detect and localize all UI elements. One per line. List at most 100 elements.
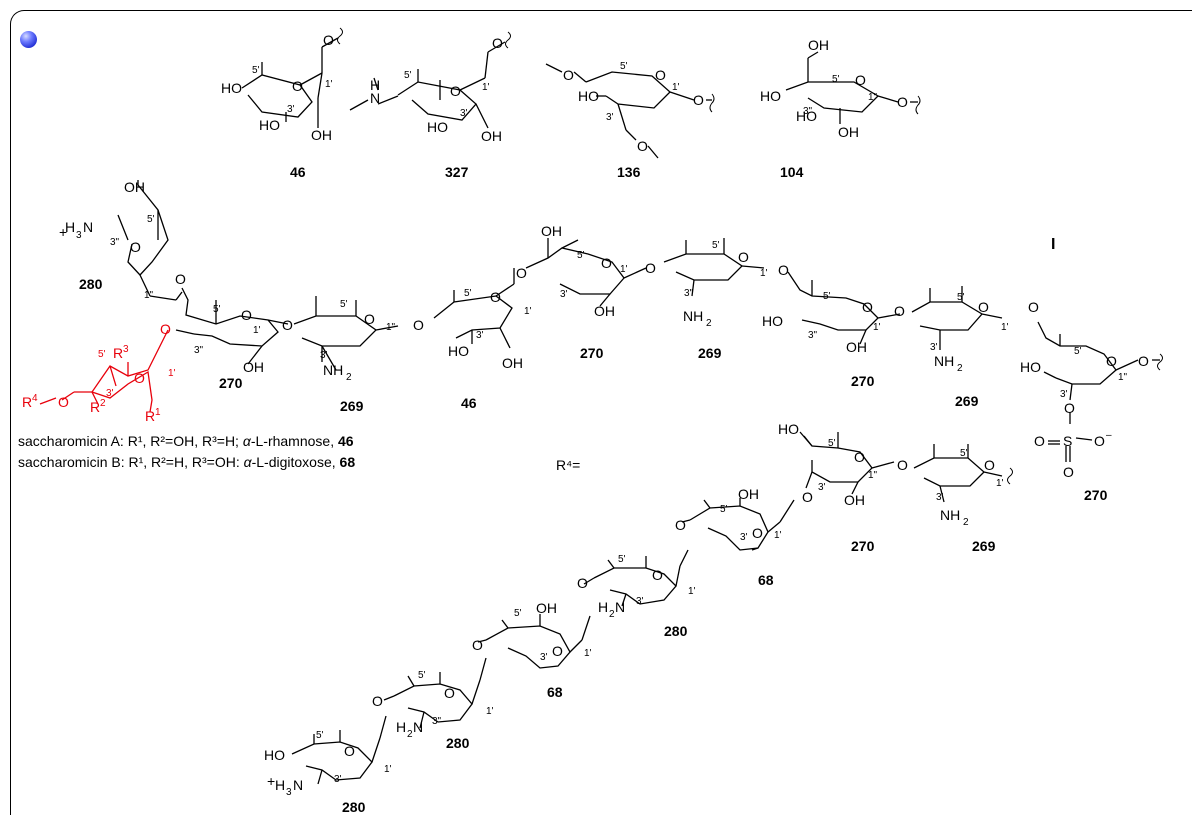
svg-text:5': 5' bbox=[418, 670, 426, 681]
caption-a-prefix: saccharomicin A: R bbox=[18, 433, 138, 449]
svg-text:O: O bbox=[323, 32, 334, 48]
svg-text:3': 3' bbox=[540, 652, 548, 663]
svg-text:1": 1" bbox=[868, 92, 878, 103]
r4-label-270: 270 bbox=[851, 538, 875, 554]
red-variable-sugar: O 5' R 3 O 1' R 4 O R 2 3' R 1 bbox=[22, 321, 176, 424]
svg-text:2: 2 bbox=[706, 318, 712, 329]
svg-text:1': 1' bbox=[384, 764, 392, 775]
svg-text:O: O bbox=[802, 489, 813, 505]
svg-text:+: + bbox=[59, 224, 67, 240]
svg-text:O: O bbox=[1034, 433, 1045, 449]
svg-text:O: O bbox=[854, 449, 865, 465]
svg-text:5': 5' bbox=[823, 291, 831, 302]
svg-text:O: O bbox=[58, 394, 69, 410]
svg-text:O: O bbox=[413, 317, 424, 333]
svg-text:1': 1' bbox=[524, 306, 532, 317]
svg-text:NH: NH bbox=[323, 362, 343, 378]
svg-text:HO: HO bbox=[221, 80, 242, 96]
svg-text:O: O bbox=[894, 303, 905, 319]
main-label-270-c: 270 bbox=[851, 373, 875, 389]
svg-text:O: O bbox=[652, 567, 663, 583]
svg-text:3': 3' bbox=[1060, 389, 1068, 400]
r4-equals-label: R⁴= bbox=[556, 457, 580, 473]
sugar-104-structure: OH HO HO O O OH 5' 1" 3" bbox=[760, 37, 921, 140]
r4-label-280-c: 280 bbox=[342, 799, 366, 815]
label-46: 46 bbox=[290, 164, 306, 180]
main-sugar-270-b: OH O O O OH 5' 1' 3' bbox=[516, 223, 656, 319]
svg-text:O: O bbox=[738, 249, 749, 265]
svg-text:R: R bbox=[90, 399, 100, 415]
svg-text:R: R bbox=[113, 345, 123, 361]
svg-text:O: O bbox=[637, 138, 648, 154]
svg-text:2: 2 bbox=[963, 517, 969, 528]
svg-text:O: O bbox=[655, 67, 666, 83]
svg-text:5': 5' bbox=[340, 299, 348, 310]
svg-text:3': 3' bbox=[106, 388, 114, 399]
svg-text:O: O bbox=[516, 265, 527, 281]
main-label-269-a: 269 bbox=[340, 398, 364, 414]
svg-text:N: N bbox=[370, 90, 380, 106]
svg-text:1': 1' bbox=[325, 79, 333, 90]
svg-text:OH: OH bbox=[502, 355, 523, 371]
svg-text:O: O bbox=[563, 67, 574, 83]
svg-text:O: O bbox=[978, 299, 989, 315]
svg-text:2: 2 bbox=[609, 609, 615, 620]
svg-text:O: O bbox=[1064, 400, 1075, 416]
main-sugar-270-c: O O HO OH 5' 1' 3" bbox=[762, 271, 905, 355]
svg-text:1": 1" bbox=[1118, 372, 1128, 383]
svg-text:O: O bbox=[862, 299, 873, 315]
svg-text:O: O bbox=[372, 693, 383, 709]
svg-text:HO: HO bbox=[1020, 359, 1041, 375]
svg-text:O: O bbox=[175, 271, 186, 287]
svg-text:O: O bbox=[645, 260, 656, 276]
svg-text:5': 5' bbox=[213, 304, 221, 315]
svg-text:3': 3' bbox=[740, 532, 748, 543]
main-sugar-280: OH + H 3 N 5' 3" O 1" O bbox=[59, 179, 186, 301]
svg-text:HO: HO bbox=[264, 747, 285, 763]
svg-text:3': 3' bbox=[287, 104, 295, 115]
caption-a-rest: ¹, R²=OH, R³=H; bbox=[137, 433, 243, 449]
main-sugar-269-c: O O NH 2 5' 1' 3' bbox=[911, 286, 1039, 374]
main-sugar-270-a: O O OH 5' 1' 3" bbox=[175, 287, 293, 375]
svg-text:3': 3' bbox=[320, 350, 328, 361]
svg-text:O: O bbox=[282, 317, 293, 333]
caption-b-sugar: -L-digitoxose, bbox=[251, 454, 340, 470]
svg-text:1': 1' bbox=[486, 706, 494, 717]
svg-text:OH: OH bbox=[738, 486, 759, 502]
svg-text:O: O bbox=[577, 575, 588, 591]
svg-text:5': 5' bbox=[720, 504, 728, 515]
svg-text:O: O bbox=[552, 643, 563, 659]
svg-text:3": 3" bbox=[110, 237, 120, 248]
svg-text:1': 1' bbox=[996, 478, 1004, 489]
svg-text:5': 5' bbox=[828, 438, 836, 449]
caption-b-number: 68 bbox=[339, 454, 356, 470]
svg-text:O: O bbox=[134, 370, 145, 386]
main-label-280: 280 bbox=[79, 276, 103, 292]
svg-text:5': 5' bbox=[147, 214, 155, 225]
svg-text:3": 3" bbox=[432, 716, 442, 727]
svg-text:1': 1' bbox=[672, 82, 680, 93]
svg-text:NH: NH bbox=[940, 507, 960, 523]
svg-text:3': 3' bbox=[460, 108, 468, 119]
main-sugar-46: O HO OH 5' 1' 3' bbox=[433, 268, 532, 371]
svg-text:5': 5' bbox=[620, 61, 628, 72]
main-sugar-269-b: O O NH 2 5' 1' 3" bbox=[663, 238, 789, 329]
svg-text:5': 5' bbox=[1074, 346, 1082, 357]
r4-sugar-269: O NH 2 5' 1' 3' bbox=[913, 444, 1013, 528]
svg-text:OH: OH bbox=[124, 179, 145, 195]
svg-text:1': 1' bbox=[253, 325, 261, 336]
svg-text:1': 1' bbox=[688, 586, 696, 597]
svg-text:5': 5' bbox=[618, 554, 626, 565]
svg-text:3: 3 bbox=[286, 787, 292, 798]
main-label-270-a: 270 bbox=[219, 375, 243, 391]
svg-text:3': 3' bbox=[476, 330, 484, 341]
svg-text:O: O bbox=[1094, 433, 1105, 449]
svg-text:O: O bbox=[778, 262, 789, 278]
caption-a-greek: α bbox=[242, 433, 251, 449]
svg-text:5': 5' bbox=[712, 240, 720, 251]
svg-text:OH: OH bbox=[846, 339, 867, 355]
svg-text:O: O bbox=[130, 239, 141, 255]
svg-text:3': 3' bbox=[930, 342, 938, 353]
svg-text:S: S bbox=[1063, 433, 1072, 449]
